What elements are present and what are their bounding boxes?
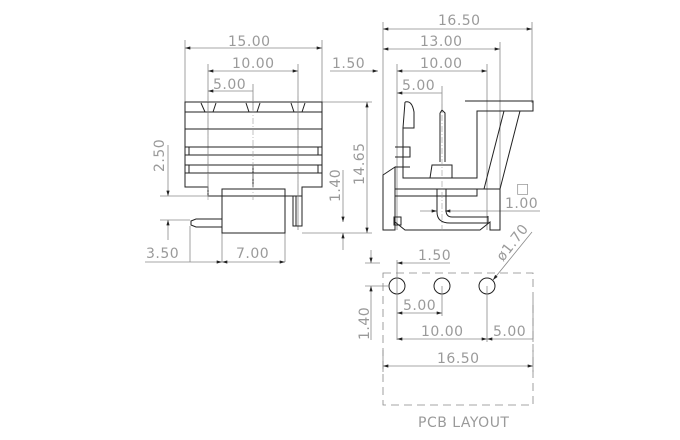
dim-hole-diameter: ø1.70 — [494, 221, 533, 264]
dim-height-total: 14.65 — [352, 142, 368, 185]
dim-step: 2.50 — [152, 139, 168, 172]
dim-pitch: 5.00 — [402, 78, 435, 94]
dim-offset: 1.50 — [332, 56, 365, 72]
dim-pitch-double: 10.00 — [421, 324, 464, 340]
side-view: 16.50 13.00 10.00 5.00 □ 1.00 — [382, 13, 540, 232]
dim-pin-height: 1.40 — [328, 169, 344, 202]
dim-body: 13.00 — [420, 34, 463, 50]
pcb-layout: ø1.70 1.50 1.40 5.00 10.00 5.00 16.50 PC… — [357, 221, 534, 431]
front-body — [184, 101, 323, 234]
dim-pitch-double: 10.00 — [420, 56, 463, 72]
dim-pitch: 5.00 — [213, 77, 246, 93]
dim-pin-tail: 3.50 — [146, 246, 179, 262]
front-view: 15.00 10.00 5.00 1.50 14.65 1.40 2.50 3.… — [145, 34, 378, 264]
pcb-layout-title: PCB LAYOUT — [418, 415, 510, 431]
dim-pitch: 5.00 — [403, 298, 436, 314]
dim-width-total: 15.00 — [228, 34, 271, 50]
dim-offset-y: 1.40 — [357, 307, 373, 340]
dim-housing-depth: 7.00 — [236, 246, 269, 262]
dim-offset-x: 1.50 — [418, 248, 451, 264]
dim-edge: 5.00 — [493, 324, 526, 340]
dim-overall: 16.50 — [437, 351, 480, 367]
square-symbol: □ — [516, 181, 530, 197]
side-body — [382, 100, 534, 231]
dim-overall: 16.50 — [438, 13, 481, 29]
dim-pitch-double: 10.00 — [232, 56, 275, 72]
dim-pin-square: 1.00 — [505, 196, 538, 212]
